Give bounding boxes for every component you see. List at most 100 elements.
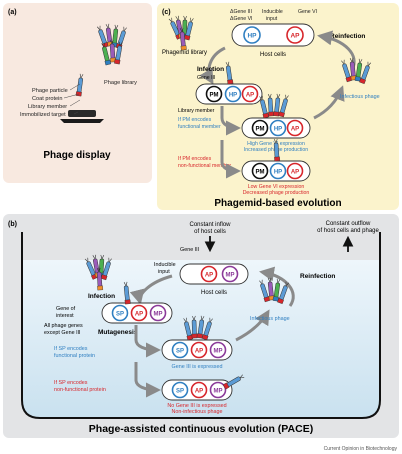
label-gene3-b: Gene III [180, 247, 199, 253]
ap-label-b3: AP [195, 389, 203, 395]
label-delta-gene3: ΔGene III [230, 9, 252, 15]
label-gene-of-interest-2: interest [56, 313, 74, 319]
mp-label-b1: MP [154, 312, 163, 318]
label-no-gene3-1: No Gene III is expressed [167, 403, 226, 409]
label-if-sp-nonfunctional-2: non-functional protein [54, 387, 106, 393]
label-if-sp-functional-1: If SP encodes [54, 346, 88, 352]
pace-vessel-water [22, 260, 380, 418]
label-constant-outflow-1: Constant outflow [326, 221, 371, 227]
ap-label-2: AP [291, 127, 299, 133]
label-all-genes-1: All phage genes [44, 323, 83, 329]
label-library-member: Library member [28, 104, 67, 110]
label-host-cells-b: Host cells [201, 290, 227, 296]
mp-label-b3: MP [214, 389, 223, 395]
label-all-genes-2: except Gene III [44, 330, 81, 336]
mp-label-host-b: MP [226, 273, 235, 279]
label-constant-inflow-1: Constant inflow [189, 222, 231, 228]
label-host-cells-c: Host cells [260, 52, 286, 58]
hp-plasmid-host [243, 26, 261, 44]
label-gene-of-interest-1: Gene of [56, 306, 76, 312]
mp-label-b2: MP [214, 349, 223, 355]
label-if-sp-functional-2: functional protein [54, 353, 95, 359]
functional-arrow-c [220, 106, 241, 136]
label-infection-c: Infection [197, 66, 224, 73]
label-phagemid-library: Phagemid library [162, 50, 207, 56]
nonfunctional-cell-b [161, 373, 246, 401]
panel-a-title: Phage display [43, 150, 111, 161]
label-gene3-c: Gene III [197, 75, 215, 81]
label-inducible: Inducible [262, 9, 283, 15]
pm-label-1: PM [210, 93, 219, 99]
label-gene3-expressed: Gene III is expressed [172, 364, 223, 370]
journal-credit: Current Opinion in Biotechnology [324, 446, 398, 452]
functional-cell-c [241, 93, 311, 139]
label-library-member-c: Library member [178, 108, 215, 114]
panel-b-tag: (b) [8, 221, 17, 228]
label-if-functional-2: functional member [178, 124, 221, 130]
panel-c-tag: (c) [162, 9, 171, 16]
label-mutagenesis: Mutagenesis [98, 329, 138, 336]
label-no-gene3-2: Non-infectious phage [172, 409, 223, 415]
label-constant-inflow-2: of host cells [194, 229, 226, 235]
ap-label-1: AP [246, 93, 254, 99]
infection-arrow-c [199, 46, 226, 85]
label-input: input [266, 16, 278, 22]
label-low-expr-1: Low Gene VI expression [248, 184, 305, 190]
pace-vessel-outline [21, 232, 381, 419]
label-constant-outflow-2: of host cells and phage [317, 228, 379, 234]
target-surface [60, 119, 104, 123]
release-arrow-b [235, 309, 270, 342]
mp-plasmid-host-b [221, 265, 239, 283]
label-phage-library: Phage library [104, 80, 137, 86]
label-delta-gene6: ΔGene VI [230, 16, 253, 22]
label-infectious-phage-c: Infectious phage [340, 94, 380, 100]
pm-label-3: PM [256, 170, 265, 176]
panel-a-tag: (a) [8, 9, 17, 16]
label-infection-b: Infection [88, 293, 115, 300]
ap-label-host-b: AP [205, 273, 213, 279]
label-if-sp-nonfunctional-1: If SP encodes [54, 380, 88, 386]
panel-b-title: Phage-assisted continuous evolution (PAC… [89, 423, 313, 435]
panel-c-title: Phagemid-based evolution [214, 198, 341, 209]
sp-label-1: SP [116, 312, 124, 318]
immobilized-target-block [68, 110, 96, 117]
label-if-nonfunctional-2: non-functional member [178, 163, 231, 169]
ap-plasmid-host-b [200, 265, 218, 283]
hp-label-2: HP [274, 127, 282, 133]
reinfection-arrow-b [259, 266, 295, 307]
label-infectious-phage-b: Infectious phage [250, 316, 290, 322]
hp-label-3: HP [274, 170, 282, 176]
ap-label-host: AP [290, 33, 300, 40]
sp-label-2: SP [176, 349, 184, 355]
ap-label-b2: AP [195, 349, 203, 355]
label-gene6: Gene VI [298, 9, 317, 15]
infecting-cell-c [195, 83, 263, 105]
label-inducible-b-1: Inducible [154, 262, 176, 268]
functional-arrow-b [134, 325, 161, 358]
label-reinfection-b: Reinfection [300, 273, 335, 280]
infecting-cell-b [101, 281, 173, 324]
nonfunctional-arrow-b [134, 362, 161, 398]
pm-label-2: PM [256, 127, 265, 133]
nonfunctional-cell-c [241, 138, 311, 182]
hp-label-host: HP [247, 33, 257, 40]
sp-label-3: SP [176, 389, 184, 395]
ap-plasmid-host [286, 26, 304, 44]
label-if-nonfunctional-1: If PM encodes [178, 156, 212, 162]
infection-arrow-b [129, 274, 173, 305]
label-reinfection-c: Reinfection [330, 33, 365, 40]
functional-cell-b [161, 315, 233, 361]
label-phage-particle: Phage particle [32, 88, 68, 94]
label-low-expr-2: Decreased phage production [243, 190, 310, 196]
label-immobilized-target: Immobilized target [20, 112, 66, 118]
label-if-functional-1: If PM encodes [178, 117, 212, 123]
panel-a-leader-lines [63, 83, 81, 115]
hp-label-1: HP [229, 93, 237, 99]
ap-label-b1: AP [135, 312, 143, 318]
ap-label-3: AP [291, 170, 299, 176]
label-coat-protein: Coat protein [32, 96, 62, 102]
label-inducible-b-2: input [158, 269, 170, 275]
nonfunctional-arrow-c [220, 140, 241, 179]
release-arrow-c [313, 85, 345, 120]
